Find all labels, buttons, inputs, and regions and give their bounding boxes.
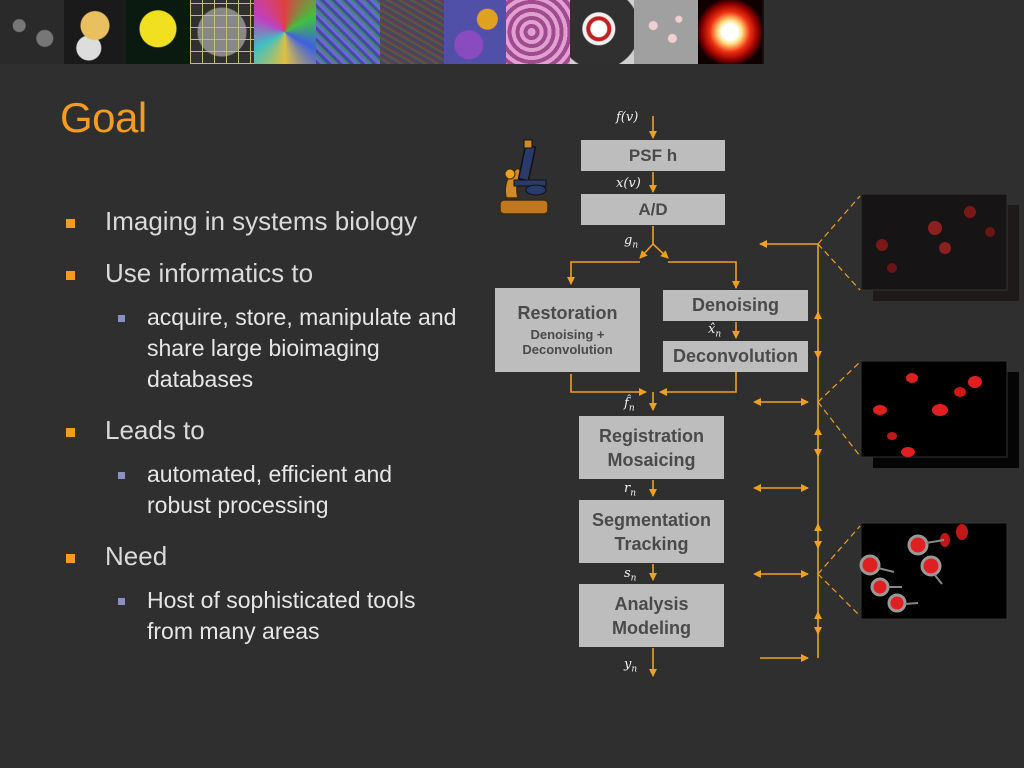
sub-bullet-square-icon	[118, 472, 125, 479]
bullet-item: Use informatics to	[64, 256, 484, 290]
colored-cells-tile	[254, 0, 316, 64]
deconvolution-box: Deconvolution	[663, 341, 808, 372]
label-fhat-subscript: n	[628, 403, 635, 414]
sub-bullet-square-icon	[118, 315, 125, 322]
noisy-cells-image	[860, 193, 1019, 301]
sub-bullet-square-icon	[118, 598, 125, 605]
dashed-connector	[817, 573, 861, 617]
psf-box: PSF h	[581, 140, 725, 171]
label-fhat-n: f̂n	[624, 396, 635, 414]
label-xhat-n: x̂n	[708, 322, 721, 340]
restoration-sub2: Deconvolution	[522, 342, 613, 357]
label-f-of-v: f(v)	[616, 110, 639, 125]
bullet-square-icon	[66, 428, 75, 437]
sub-bullet-item: acquire, store, manipulate and share lar…	[118, 302, 484, 395]
restoration-sub1: Denoising +	[530, 327, 605, 342]
dashed-connector	[817, 195, 861, 245]
sub-bullet-item: Host of sophisticated tools from many ar…	[118, 585, 484, 647]
label-g-n: gn	[624, 233, 638, 251]
arrow-to-denoising	[668, 261, 740, 289]
label-s-subscript: n	[630, 573, 637, 584]
arrow-to-restoration	[567, 261, 640, 285]
denoising-label: Denoising	[691, 295, 779, 315]
bullet-list: Imaging in systems biology Use informati…	[64, 204, 484, 665]
label-g-subscript: n	[632, 240, 639, 251]
arrow-split-right	[652, 243, 669, 259]
label-g-symbol: g	[624, 233, 633, 248]
analysis-label: Analysis	[614, 593, 689, 614]
label-x-of-v: x(v)	[616, 176, 641, 191]
restored-cells-image	[860, 360, 1019, 468]
segmentation-tile	[444, 0, 506, 64]
dashed-connector	[817, 361, 861, 403]
psf-label: PSF h	[628, 145, 678, 165]
yellow-neuron-tile	[126, 0, 190, 64]
header-image-strip	[0, 0, 764, 64]
glow-tile	[698, 0, 762, 64]
cells-outline-tile	[0, 0, 64, 64]
bullet-text: Imaging in systems biology	[105, 206, 418, 236]
bullet-text: Leads to	[105, 415, 205, 445]
label-fhat-symbol: f̂	[624, 396, 629, 411]
noise-texture-tile	[380, 0, 444, 64]
label-xhat-subscript: n	[715, 329, 722, 340]
registration-label: Registration	[598, 425, 704, 446]
label-xhat-symbol: x̂	[708, 322, 716, 337]
deconvolution-label: Deconvolution	[673, 346, 798, 366]
dashed-connector	[817, 401, 861, 457]
label-y-n: yn	[624, 657, 637, 675]
slide-title: Goal	[60, 94, 147, 141]
modeling-label: Modeling	[612, 617, 691, 638]
bullet-item: Imaging in systems biology	[64, 204, 484, 238]
ad-box: A/D	[581, 194, 725, 225]
bullet-text: Use informatics to	[105, 258, 314, 288]
label-r-subscript: n	[630, 488, 637, 499]
mosaicing-label: Mosaicing	[607, 449, 696, 470]
arrow-restoration-merge	[570, 374, 647, 396]
denoising-box: Denoising	[663, 290, 808, 321]
tracked-cells-image	[859, 522, 1008, 620]
sub-bullet-item: automated, efficient and robust processi…	[118, 459, 484, 521]
microscope-icon	[499, 139, 549, 215]
label-y-symbol: y	[624, 657, 632, 672]
dashed-connector	[817, 525, 861, 575]
sub-bullet-text: acquire, store, manipulate and share lar…	[147, 304, 457, 392]
label-r-symbol: r	[624, 481, 631, 496]
bullet-square-icon	[66, 554, 75, 563]
bullet-square-icon	[66, 271, 75, 280]
grid-scan-tile	[190, 0, 254, 64]
arrow-split-left	[639, 243, 654, 259]
arrow-deconv-merge	[659, 372, 737, 396]
ad-label: A/D	[638, 199, 668, 219]
label-s-n: sn	[624, 566, 636, 584]
label-r-n: rn	[624, 481, 636, 499]
fractal-tile	[64, 0, 126, 64]
registration-box: Registration Mosaicing	[579, 416, 724, 479]
segmentation-label: Segmentation	[591, 509, 711, 530]
tracking-label: Tracking	[614, 533, 689, 554]
bullet-item: Leads to	[64, 413, 484, 447]
bullet-text: Need	[105, 541, 168, 571]
analysis-box: Analysis Modeling	[579, 584, 724, 647]
restoration-title: Restoration	[517, 303, 618, 323]
tissue-tile	[506, 0, 570, 64]
label-y-subscript: n	[631, 664, 638, 675]
spots-tile	[634, 0, 698, 64]
bullet-item: Need	[64, 539, 484, 573]
ring-tile	[570, 0, 634, 64]
label-s-symbol: s	[624, 566, 631, 581]
blue-texture-tile	[316, 0, 380, 64]
sub-bullet-text: automated, efficient and robust processi…	[147, 461, 393, 518]
dashed-connector	[817, 243, 861, 291]
sub-bullet-text: Host of sophisticated tools from many ar…	[147, 587, 416, 644]
restoration-box: Restoration Denoising + Deconvolution	[495, 288, 640, 372]
segmentation-box: Segmentation Tracking	[579, 500, 724, 563]
bullet-square-icon	[66, 219, 75, 228]
